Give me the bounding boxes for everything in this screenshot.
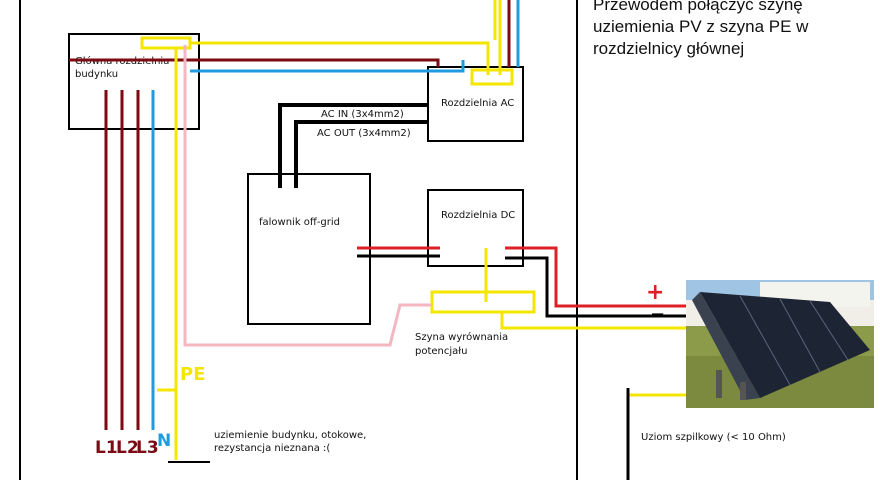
- dc-pv-wires: [505, 246, 686, 318]
- equipotential-bar: [430, 290, 536, 314]
- phase-label-l1: L1: [95, 438, 118, 458]
- bonding-wire: [183, 45, 432, 347]
- note-line-1: Przewodem połączyć szynę: [593, 0, 803, 14]
- main-board-box: [68, 33, 200, 130]
- equipotential-bar-label-2: potencjału: [415, 346, 467, 357]
- ac-board-pe-bar: [470, 68, 514, 86]
- building-ground-label-2: rezystancja nieznana :(: [214, 443, 330, 454]
- equipotential-bar-label-1: Szyna wyrównania: [415, 331, 508, 343]
- instruction-note: Przewodem połączyć szynę uziemienia PV z…: [593, 0, 863, 60]
- dc-board-label: Rozdzielnia DC: [441, 210, 515, 221]
- note-line-2: uziemienia PV z szyna PE w: [593, 17, 809, 36]
- building-ground-label-1: uziemienie budynku, otokowe,: [214, 430, 366, 441]
- ac-out-label: AC OUT (3x4mm2): [317, 128, 411, 139]
- pv-minus-label: −: [650, 304, 665, 325]
- neutral-label: N: [157, 431, 171, 451]
- pv-plus-label: +: [646, 280, 664, 305]
- dc-board-box: [427, 189, 524, 267]
- phase-wires: [69, 0, 511, 430]
- ac-board-label: Rozdzielnia AC: [441, 98, 514, 109]
- phase-label-l2: L2: [116, 438, 139, 458]
- ac-in-label: AC IN (3x4mm2): [321, 109, 404, 120]
- phase-label-l3: L3: [136, 438, 159, 458]
- dc-inverter-wires: [357, 246, 440, 258]
- pv-panel-photo: [686, 280, 874, 408]
- neutral-wires: [151, 0, 520, 430]
- pe-wires: [157, 0, 690, 460]
- note-line-3: rozdzielnicy głównej: [593, 39, 745, 58]
- pe-label: PE: [180, 364, 206, 385]
- main-board-label-2: budynku: [75, 69, 118, 80]
- ac-cables: [278, 103, 428, 188]
- main-board-pe-bar: [140, 36, 192, 50]
- inverter-box: [247, 173, 371, 325]
- inverter-label: falownik off-grid: [259, 217, 340, 228]
- rod-ground-label: Uziom szpilkowy (< 10 Ohm): [641, 432, 786, 443]
